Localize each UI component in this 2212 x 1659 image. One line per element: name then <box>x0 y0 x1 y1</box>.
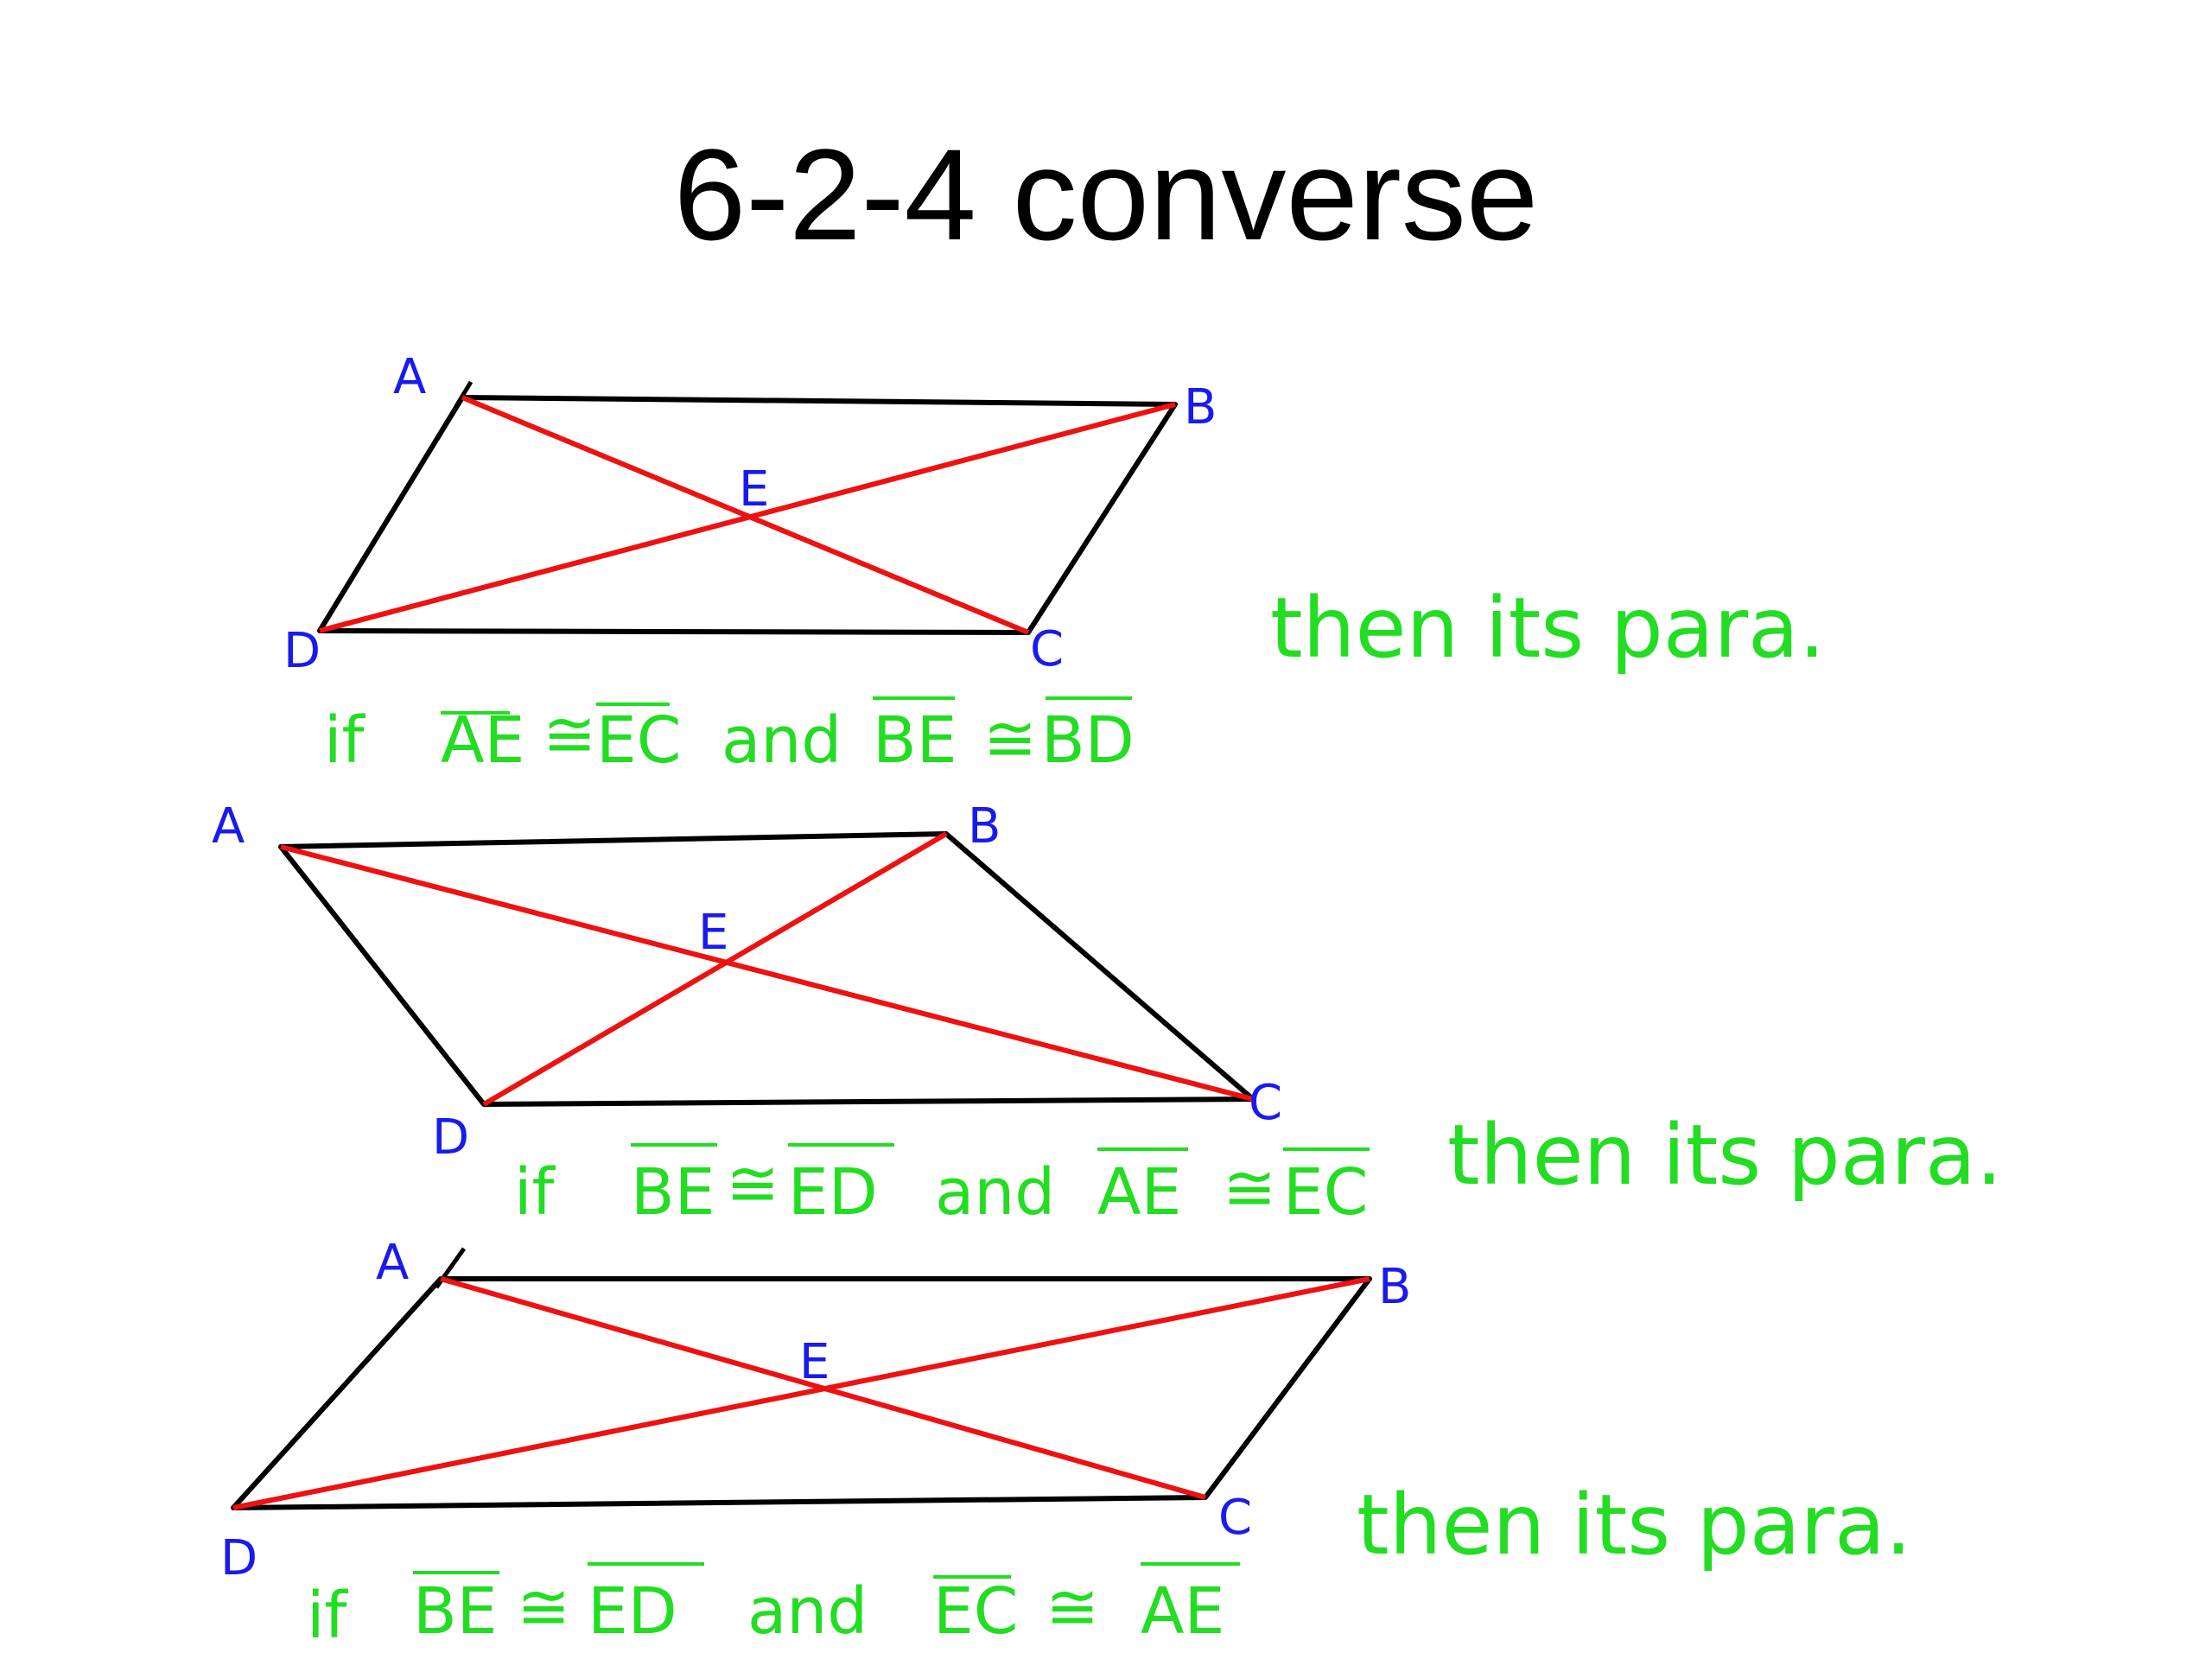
figure-2-condition: if BE ≅ ED and AE ≅ EC <box>514 1143 1370 1230</box>
figure-2-conclusion: then its para. <box>1447 1107 2002 1204</box>
figure-1-if: if <box>324 703 366 778</box>
figure-3-if: if <box>307 1579 349 1653</box>
figure-1-segment-1: AE <box>441 703 524 778</box>
figure-3-conclusion: then its para. <box>1357 1477 1911 1573</box>
figure-3-label-d: D <box>220 1530 257 1586</box>
figure-3-congruent-2: ≅ <box>1046 1570 1099 1644</box>
figure-3-label-c: C <box>1218 1490 1252 1546</box>
figure-1-segment-4: BD <box>1041 703 1135 778</box>
figure-3-label-b: B <box>1378 1259 1411 1315</box>
figure-3-diagonal-bd <box>232 1276 1370 1510</box>
figure-2-segment-3: AE <box>1097 1155 1181 1230</box>
figure-2-and: and <box>935 1155 1055 1230</box>
figure-1-condition: if AE ≅ EC and BE ≅ BD <box>324 696 1135 778</box>
figure-3-segment-4: AE <box>1141 1574 1224 1649</box>
figure-3-label-e: E <box>799 1334 830 1390</box>
figure-2-diagonal-ac <box>280 844 1254 1102</box>
figure-3-condition: if BE ≅ ED and EC ≅ AE <box>307 1562 1240 1653</box>
figure-2-label-a: A <box>212 798 245 855</box>
figure-2-if: if <box>514 1155 556 1230</box>
figure-2-segment-4: EC <box>1283 1155 1368 1230</box>
figure-1-diagonal-ac <box>461 395 1030 635</box>
figure-1-segment-2: EC <box>596 703 681 778</box>
figure-1-congruent-2: ≅ <box>983 702 1037 776</box>
figure-2-congruent-2: ≅ <box>1223 1151 1276 1225</box>
figure-1-segment-3: BE <box>873 703 957 778</box>
figure-1-congruent-1: ≅ <box>543 697 596 772</box>
figure-2-label-c: C <box>1249 1075 1282 1131</box>
figure-1-label-d: D <box>283 623 321 679</box>
figure-1-conclusion: then its para. <box>1270 580 1825 677</box>
figure-2: A B C D E if BE ≅ ED and AE ≅ EC then it… <box>212 798 2002 1230</box>
figure-1-label-b: B <box>1184 379 1217 435</box>
figure-3-segment-1: BE <box>413 1574 498 1649</box>
figure-3-congruent-1: ≅ <box>517 1570 570 1644</box>
figure-1-and: and <box>721 703 842 778</box>
figure-1-label-e: E <box>739 461 769 518</box>
figure-3-and: and <box>747 1574 868 1649</box>
figure-1: A B C D E if AE ≅ EC and BE ≅ BD then it… <box>283 349 1825 778</box>
figure-1-diagonal-bd <box>319 402 1176 633</box>
figure-1-tick <box>454 380 474 408</box>
figure-1-label-c: C <box>1030 621 1064 677</box>
figure-2-diagonal-bd <box>482 831 948 1107</box>
figure-2-label-b: B <box>968 798 1001 855</box>
figure-2-label-d: D <box>432 1109 469 1166</box>
figure-2-segment-2: ED <box>788 1155 878 1230</box>
figure-1-label-a: A <box>393 349 426 405</box>
slide-title: 6-2-4 converse <box>673 122 1539 267</box>
figure-3: A B C D E if BE ≅ ED and EC ≅ AE then it… <box>220 1235 1911 1653</box>
figure-2-label-e: E <box>698 905 728 961</box>
figure-3-label-a: A <box>376 1235 409 1291</box>
figure-2-segment-1: BE <box>631 1155 715 1230</box>
figure-2-congruent-1: ≅ <box>726 1147 779 1221</box>
figure-3-segment-3: EC <box>933 1574 1018 1649</box>
figure-3-segment-2: ED <box>588 1574 677 1649</box>
